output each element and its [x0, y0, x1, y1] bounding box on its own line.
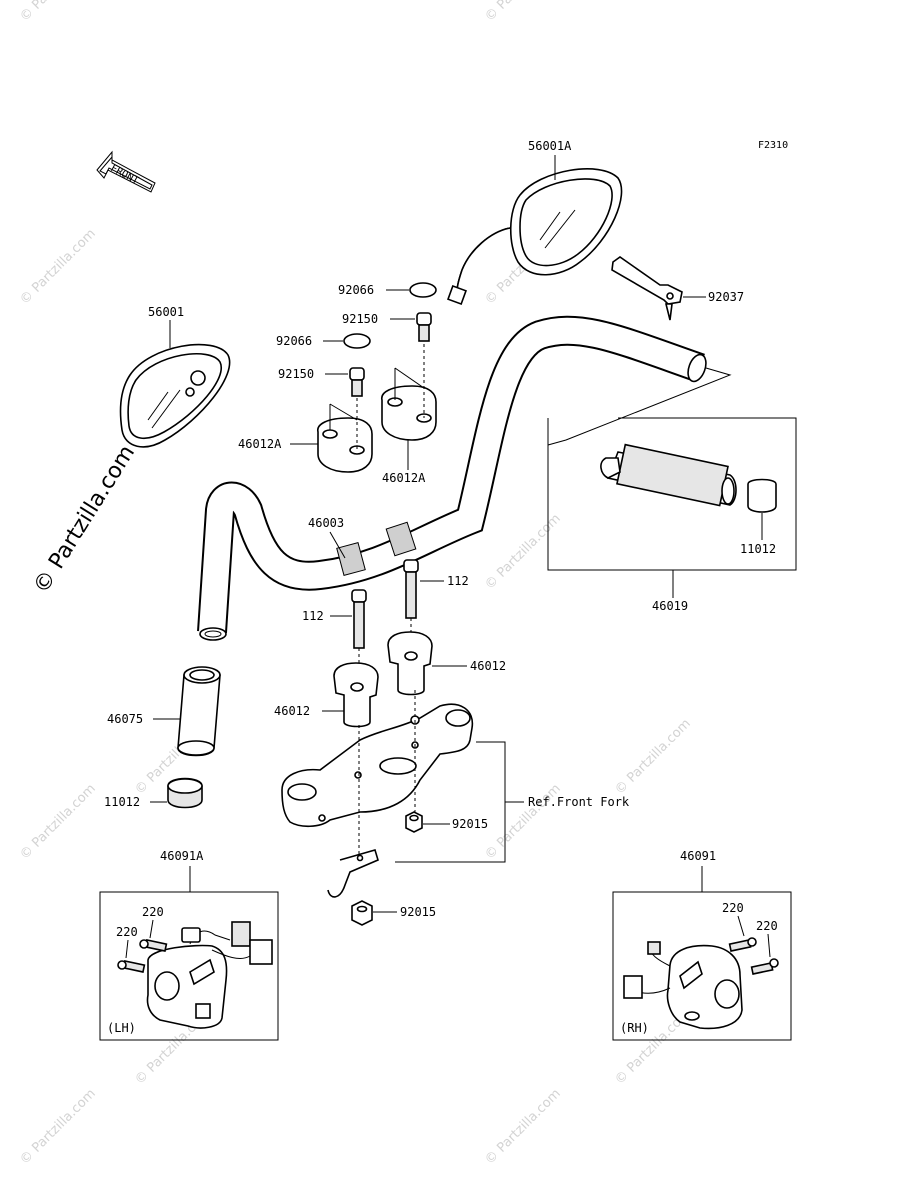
label-46012-a: 46012 [470, 659, 506, 673]
watermark-tile: © Partzilla.com [17, 226, 99, 308]
bolt-92150-b [349, 367, 365, 397]
label-92066-a: 92066 [338, 283, 374, 297]
screw-220-d [750, 958, 779, 975]
label-220-b: 220 [116, 925, 138, 939]
nut-92015-a [405, 811, 423, 833]
handlebar-46003 [197, 315, 707, 641]
label-46012a-b: 46012A [382, 471, 426, 485]
washer-92066-b [343, 333, 371, 349]
label-220-a: 220 [142, 905, 164, 919]
washer-92066-a [409, 282, 437, 298]
label-92066-b: 92066 [276, 334, 312, 348]
watermark-tile: © Partzilla.com [17, 1086, 99, 1168]
tool-92037 [611, 256, 683, 321]
left-grip-46075 [177, 666, 221, 757]
front-arrow-icon: FRONT [96, 150, 156, 193]
label-92015-b: 92015 [400, 905, 436, 919]
label-46003: 46003 [308, 516, 344, 530]
label-56001a: 56001A [528, 139, 572, 153]
label-46075: 46075 [107, 712, 143, 726]
label-112-a: 112 [447, 574, 469, 588]
screw-220-b [117, 960, 146, 973]
clamp-46012-left [333, 662, 379, 728]
label-92015-a: 92015 [452, 817, 488, 831]
label-46091: 46091 [680, 849, 716, 863]
watermark-tile: © Partzilla.com [482, 781, 564, 863]
screw-220-a [139, 939, 168, 952]
mirror-left-56001 [119, 343, 231, 448]
upper-triple-clamp [281, 703, 474, 828]
watermark-tile: © Partzilla.com [482, 0, 564, 25]
label-46019: 46019 [652, 599, 688, 613]
label-92150-b: 92150 [278, 367, 314, 381]
bolt-112-a [403, 559, 419, 619]
right-switch-box-46091 [612, 891, 792, 1041]
throttle-grip-box-46019 [547, 367, 797, 571]
watermark-tile: © Partzilla.com [482, 511, 564, 593]
mirror-right-56001a [447, 168, 623, 305]
label-56001: 56001 [148, 305, 184, 319]
bolt-112-b [351, 589, 367, 649]
label-112-b: 112 [302, 609, 324, 623]
clamp-46012a-right [381, 385, 437, 441]
bolt-92150-a [416, 312, 432, 342]
label-92037: 92037 [708, 290, 744, 304]
nut-92015-b [351, 900, 373, 926]
figure-code: F2310 [758, 140, 788, 151]
watermark-tile: © Partzilla.com [482, 1086, 564, 1168]
watermark-main: © Partzilla.com [29, 441, 140, 598]
cable-bracket [327, 849, 379, 898]
label-11012-b: 11012 [104, 795, 140, 809]
left-switch-box-46091a [99, 891, 279, 1041]
label-lh: (LH) [107, 1021, 136, 1035]
watermark-tile: © Partzilla.com [612, 716, 694, 798]
clamp-46012a-left [317, 417, 373, 473]
label-46091a: 46091A [160, 849, 204, 863]
clamp-46012-right [387, 631, 433, 696]
label-ref-front-fork: Ref.Front Fork [528, 795, 630, 809]
label-rh: (RH) [620, 1021, 649, 1035]
end-cap-11012 [167, 777, 203, 809]
label-46012-b: 46012 [274, 704, 310, 718]
label-46012a-a: 46012A [238, 437, 282, 451]
label-220-c: 220 [722, 901, 744, 915]
label-11012-a: 11012 [740, 542, 776, 556]
watermark-tile: © Partzilla.com [17, 0, 99, 25]
label-92150-a: 92150 [342, 312, 378, 326]
watermark-tile: © Partzilla.com [17, 781, 99, 863]
label-220-d: 220 [756, 919, 778, 933]
screw-220-c [728, 937, 757, 952]
